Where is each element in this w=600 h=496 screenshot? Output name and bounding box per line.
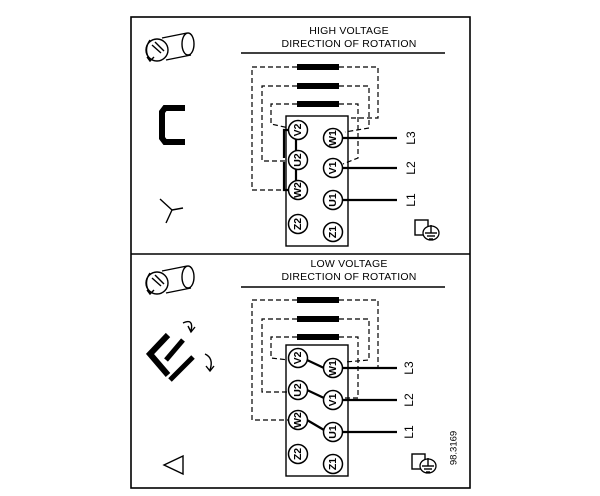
line-label: L3: [402, 361, 416, 375]
delta-bridge-links-icon: [145, 320, 215, 382]
terminal-label: W2: [292, 182, 304, 198]
rotation-direction-icon: [145, 32, 195, 63]
terminal-circle: [322, 453, 344, 475]
winding-1: [297, 64, 339, 70]
reference-number: 98.3169: [449, 431, 460, 465]
line-label: L2: [402, 393, 416, 407]
terminal-block: [285, 344, 349, 477]
terminals-left: V2 U2 W2 Z2: [287, 119, 309, 235]
winding-3: [297, 101, 339, 107]
winding-1: [297, 297, 339, 303]
terminal-label: W1: [327, 360, 339, 376]
terminal-label: W2: [292, 412, 304, 428]
ground-icon: [411, 453, 437, 474]
top-panel: HIGH VOLTAGE DIRECTION OF ROTATION: [145, 25, 445, 247]
terminal-label: V2: [292, 351, 304, 364]
star-wye-icon: [159, 198, 184, 224]
terminal-label: Z1: [327, 458, 339, 470]
terminal-circle: [322, 221, 344, 243]
terminal-circle: [287, 179, 309, 201]
line-label: L1: [402, 425, 416, 439]
bottom-panel: LOW VOLTAGE DIRECTION OF ROTATION: [145, 258, 460, 477]
terminal-circle: [287, 409, 309, 431]
bottom-title-line2: DIRECTION OF ROTATION: [281, 271, 416, 283]
rotation-direction-icon: [145, 265, 195, 296]
terminal-label: Z2: [292, 218, 304, 230]
windings: [297, 64, 339, 107]
bridge-link-icon: [159, 105, 185, 145]
top-title-line1: HIGH VOLTAGE: [309, 25, 389, 37]
supply-lines: [342, 366, 397, 434]
terminal-circle: [287, 443, 309, 465]
terminal-label: V1: [327, 161, 339, 174]
terminal-label: W1: [327, 130, 339, 146]
terminal-label: Z1: [327, 226, 339, 238]
winding-2: [297, 316, 339, 322]
terminal-label: U1: [327, 193, 339, 207]
terminal-label: U2: [292, 153, 304, 167]
terminal-label: U2: [292, 383, 304, 397]
delta-triangle-icon: [162, 454, 184, 476]
terminal-label: U1: [327, 425, 339, 439]
line-label: L1: [404, 193, 418, 207]
bottom-title-line1: LOW VOLTAGE: [310, 258, 387, 270]
line-label: L2: [404, 161, 418, 175]
terminal-circle: [287, 119, 309, 141]
terminals-right: W1 V1 U1 Z1: [322, 127, 344, 243]
terminal-label: V1: [327, 393, 339, 406]
terminal-circle: [287, 379, 309, 401]
terminals-right: W1 V1 U1 Z1: [322, 357, 344, 475]
terminal-circle: [287, 213, 309, 235]
terminal-block: [285, 115, 349, 247]
terminal-circle: [287, 347, 309, 369]
top-title-line2: DIRECTION OF ROTATION: [281, 38, 416, 50]
internal-wiring: [251, 66, 379, 191]
line-label: L3: [404, 131, 418, 145]
terminal-circle: [287, 149, 309, 171]
ground-icon: [414, 219, 440, 241]
winding-3: [297, 334, 339, 340]
delta-bridges: [306, 359, 325, 431]
terminal-label: V2: [292, 123, 304, 136]
winding-2: [297, 83, 339, 89]
diagram-frame: [130, 16, 471, 489]
supply-lines: [342, 136, 397, 202]
terminals-left: V2 U2 W2 Z2: [287, 347, 309, 465]
windings: [297, 297, 339, 340]
terminal-label: Z2: [292, 448, 304, 460]
